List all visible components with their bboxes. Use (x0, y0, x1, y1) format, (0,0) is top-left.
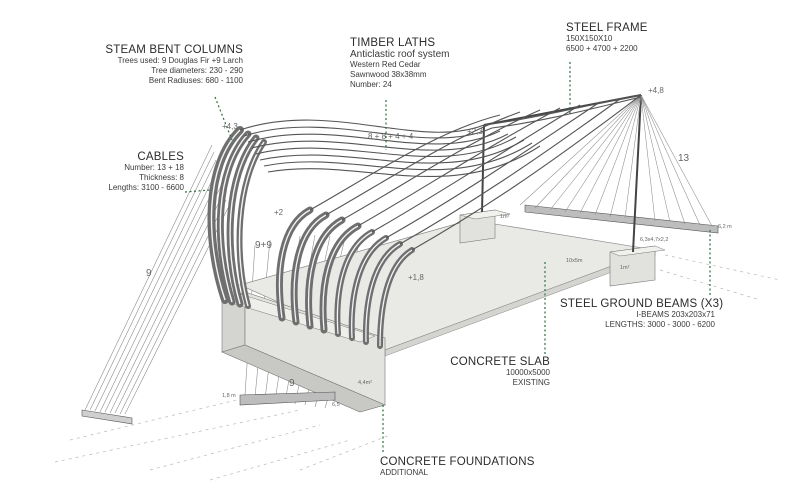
steam-bent-columns-title: STEAM BENT COLUMNS (105, 44, 243, 56)
bent-columns-back-highlight (210, 129, 265, 307)
timber-laths-line-2: Sawnwood 38x38mm (350, 70, 427, 79)
beam-end-tag: 6,2 m (718, 224, 732, 230)
concrete-slab-line-1: 10000x5000 (505, 368, 550, 377)
bent-columns-front-highlight (278, 209, 413, 347)
concrete-slab-title: CONCRETE SLAB (450, 356, 550, 368)
ground-beam-right (524, 204, 719, 234)
slab-size-tag: 10x5m (566, 258, 583, 264)
steam-bent-columns-line-3: Bent Radiuses: 680 - 1100 (148, 76, 243, 85)
concrete-foundations-title: CONCRETE FOUNDATIONS (380, 456, 535, 468)
cable-count-middle: 9+9 (255, 240, 272, 251)
concrete-pad-right (609, 245, 666, 287)
label-steel-ground-beams: STEEL GROUND BEAMS (x3) I-BEAMS 203x203x… (560, 298, 723, 330)
lath-count-mark: 8 + 8 + 4 + 4 (368, 132, 414, 141)
frame-section-mark: 6,3x4,7x2,2 (640, 237, 669, 243)
label-concrete-foundations: CONCRETE FOUNDATIONS ADDITIONAL (380, 456, 550, 478)
label-concrete-slab: CONCRETE SLAB 10000x5000 EXISTING (440, 356, 550, 388)
steel-ground-beams-title: STEEL GROUND BEAMS (x3) (560, 298, 723, 310)
label-cables: CABLES Number: 13 + 18 Thickness: 8 Leng… (70, 151, 184, 193)
leader-lines (184, 62, 711, 452)
cables-line-1: Number: 13 + 18 (124, 163, 184, 172)
steel-ground-beams-line-2: LENGTHS: 3000 - 3000 - 6200 (605, 320, 715, 329)
cable-count-left: 9 (146, 268, 152, 279)
beam-left-length: 1,8 m (222, 393, 236, 399)
cable-count-right: 13 (678, 153, 690, 164)
steel-ground-beams-line-1: I-BEAMS 203x203x71 (636, 310, 715, 319)
steel-ground-beams-name: STEEL GROUND BEAMS (560, 298, 698, 310)
timber-laths-subtitle: Anticlastic roof system (350, 49, 450, 60)
pad-right-tag: 1m² (620, 265, 630, 271)
cables-right-group (519, 94, 713, 227)
ground-beam-front (239, 391, 336, 406)
timber-laths-line-1: Western Red Cedar (350, 60, 421, 69)
pad-left-tag: 1m² (500, 214, 510, 220)
timber-laths-line-3: Number: 24 (350, 80, 392, 89)
concrete-pad-left (459, 209, 511, 244)
timber-laths-roof (239, 94, 642, 251)
label-steam-bent-columns: STEAM BENT COLUMNS Trees used: 9 Douglas… (75, 44, 243, 86)
steam-bent-columns-line-1: Trees used: 9 Douglas Fir +9 Larch (117, 56, 243, 65)
cables-title: CABLES (137, 151, 184, 163)
label-timber-laths: TIMBER LATHS Anticlastic roof system Wes… (350, 37, 500, 90)
ground-beam-left (81, 409, 133, 425)
level-roof-mid: +2,3 (467, 127, 483, 136)
cables-line-2: Thickness: 8 (139, 173, 184, 182)
steel-frame-line-2: 6500 + 4700 + 2200 (566, 44, 638, 53)
steam-bent-columns-line-2: Tree diameters: 230 - 290 (151, 66, 243, 75)
level-frame-top: +4,8 (648, 86, 664, 95)
ground-grid-lines (54, 254, 781, 481)
timber-laths-title: TIMBER LATHS (350, 37, 436, 49)
beam-right-length: 6,5 (332, 402, 340, 408)
concrete-foundations-line-1: ADDITIONAL (380, 468, 429, 477)
cable-count-front: 9 (289, 378, 295, 389)
steel-ground-beams-count: (x3) (700, 298, 724, 310)
foundation-area-tag: 4,4m² (358, 380, 373, 386)
level-roof-left: +4,3 (222, 122, 238, 131)
steel-frame-title: STEEL FRAME (566, 22, 648, 34)
label-steel-frame: STEEL FRAME 150X150X10 6500 + 4700 + 220… (566, 22, 686, 54)
level-column-inner: +2 (274, 208, 284, 217)
steel-frame-line-1: 150X150X10 (566, 34, 613, 43)
concrete-slab-line-2: EXISTING (512, 378, 550, 387)
cables-line-3: Lengths: 3100 - 6600 (108, 183, 184, 192)
level-column-low: +1,8 (408, 273, 424, 282)
